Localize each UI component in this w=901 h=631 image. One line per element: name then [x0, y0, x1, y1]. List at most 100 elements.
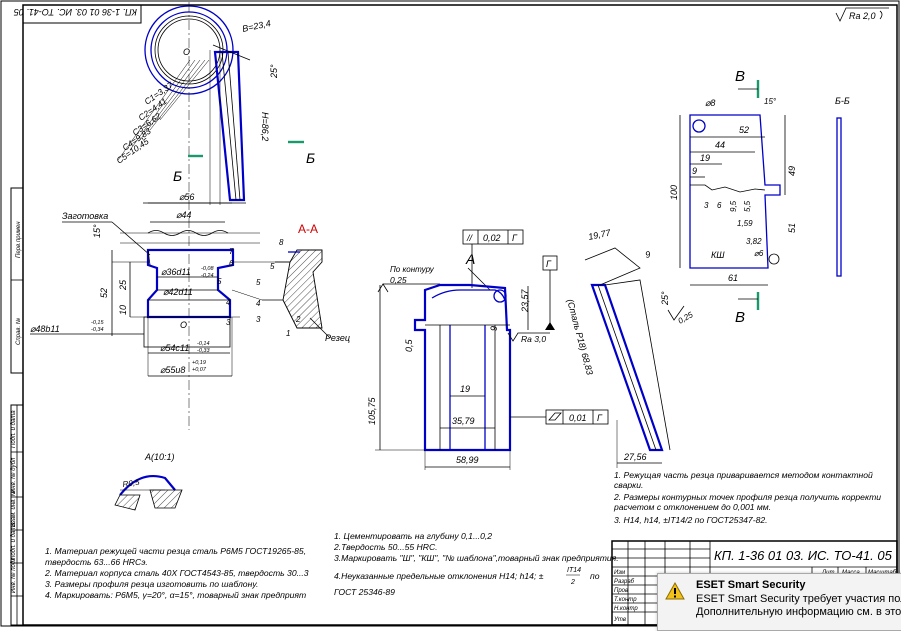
- svg-text:5: 5: [217, 277, 222, 286]
- svg-text:1,59: 1,59: [737, 219, 753, 228]
- svg-text://: //: [466, 233, 474, 243]
- svg-text:Подп. и дата: Подп. и дата: [11, 410, 17, 448]
- svg-text:1: 1: [286, 329, 290, 338]
- svg-text:52: 52: [739, 125, 749, 135]
- svg-text:⌀8: ⌀8: [705, 98, 715, 108]
- svg-text:H=86,2: H=86,2: [260, 112, 270, 141]
- svg-text:Г: Г: [512, 233, 518, 243]
- svg-text:61: 61: [728, 273, 738, 283]
- notes-right: 1. Режущая часть резца приваривается мет…: [613, 470, 881, 525]
- svg-text:по: по: [590, 571, 600, 581]
- svg-text:Г: Г: [597, 413, 603, 423]
- svg-text:Инв. № дубл: Инв. № дубл: [10, 457, 17, 493]
- svg-text:⌀44: ⌀44: [176, 210, 191, 220]
- svg-text:15°: 15°: [764, 97, 777, 106]
- svg-text:1. Цементировать на глубину 0,: 1. Цементировать на глубину 0,1...0,2: [334, 531, 492, 541]
- svg-text:O: O: [180, 320, 187, 330]
- svg-text:Перв.примен: Перв.примен: [16, 221, 22, 258]
- svg-text:19: 19: [700, 153, 710, 163]
- svg-text:4.Неуказанные предельные откло: 4.Неуказанные предельные отклонения H14;…: [334, 571, 544, 581]
- svg-text:Г: Г: [546, 259, 552, 269]
- svg-text:4. Маркировать: Р6М5, γ=20°, α: 4. Маркировать: Р6М5, γ=20°, α=15°, това…: [45, 590, 306, 600]
- svg-text:0,02: 0,02: [483, 233, 501, 243]
- svg-text:9: 9: [489, 326, 499, 331]
- svg-text:25: 25: [118, 279, 128, 291]
- svg-text:9: 9: [692, 166, 697, 176]
- popup-line-2[interactable]: Дополнительную информацию см. в этом у: [696, 606, 901, 618]
- svg-text:-0,08: -0,08: [201, 266, 214, 272]
- svg-text:3,82: 3,82: [746, 237, 762, 246]
- rotated-code-box: КП. 1-36 01 03. ИС. ТО-41. 05: [13, 4, 142, 24]
- svg-text:5,5: 5,5: [743, 200, 752, 212]
- svg-text:ГОСТ 25346-89: ГОСТ 25346-89: [334, 587, 395, 597]
- svg-text:-0,15: -0,15: [91, 320, 104, 326]
- svg-text:Утв: Утв: [613, 617, 626, 623]
- svg-text:-0,33: -0,33: [197, 348, 210, 354]
- svg-text:сварки.: сварки.: [614, 480, 643, 490]
- svg-text:А(10:1): А(10:1): [144, 452, 175, 462]
- svg-text:7: 7: [229, 247, 234, 256]
- svg-text:-0,34: -0,34: [91, 327, 104, 333]
- svg-text:расчетом с отклонением до 0,00: расчетом с отклонением до 0,001 мм.: [613, 502, 771, 512]
- svg-text:-0,24: -0,24: [201, 273, 214, 279]
- svg-text:3: 3: [704, 201, 709, 210]
- popup-message: ESET Smart Security требует участия поль…: [696, 593, 901, 619]
- svg-text:-0,14: -0,14: [197, 341, 210, 347]
- svg-text:100: 100: [669, 185, 679, 200]
- svg-text:27,56: 27,56: [623, 452, 647, 462]
- svg-text:По контуру: По контуру: [390, 265, 435, 274]
- svg-text:Б: Б: [306, 150, 315, 166]
- svg-text:19,77: 19,77: [587, 227, 612, 242]
- svg-text:Взам. инв. №: Взам. инв. №: [10, 489, 17, 527]
- svg-text:Б: Б: [173, 168, 182, 184]
- svg-text:3.Маркировать "Ш", "КШ", "№ ша: 3.Маркировать "Ш", "КШ", "№ шаблона",тов…: [334, 553, 619, 563]
- svg-text:Б-Б: Б-Б: [835, 96, 850, 106]
- svg-text:3: 3: [256, 315, 261, 324]
- notes-center: 1. Цементировать на глубину 0,1...0,2 2.…: [333, 531, 619, 597]
- svg-text:В: В: [735, 309, 745, 326]
- svg-text:Т.контр: Т.контр: [614, 597, 637, 603]
- svg-text:Разраб: Разраб: [614, 579, 635, 585]
- svg-text:(Сталь Р18) 68,83: (Сталь Р18) 68,83: [565, 298, 595, 376]
- svg-text:35,79: 35,79: [452, 416, 475, 426]
- svg-text:10: 10: [118, 305, 128, 315]
- svg-text:8: 8: [279, 238, 284, 247]
- svg-text:Справ. №: Справ. №: [15, 317, 22, 345]
- svg-text:⌀55u8: ⌀55u8: [160, 365, 185, 375]
- svg-text:9: 9: [644, 249, 651, 260]
- svg-text:⌀36d11: ⌀36d11: [161, 267, 191, 277]
- svg-text:5: 5: [270, 262, 275, 271]
- svg-text:КШ: КШ: [711, 250, 725, 260]
- svg-text:IT14: IT14: [567, 567, 581, 574]
- svg-text:3. Размеры профиля резца изгот: 3. Размеры профиля резца изготовить по ш…: [45, 579, 258, 589]
- svg-text:твердость 63...66 HRCэ.: твердость 63...66 HRCэ.: [45, 557, 148, 567]
- svg-text:105,75: 105,75: [367, 396, 377, 425]
- svg-text:23,57: 23,57: [520, 288, 530, 313]
- svg-text:19: 19: [460, 384, 470, 394]
- rotated-code: КП. 1-36 01 03. ИС. ТО-41. 05: [13, 7, 137, 17]
- popup-line-1: ESET Smart Security требует участия поль…: [696, 593, 901, 605]
- svg-text:Изм: Изм: [614, 570, 625, 576]
- notes-left: 1. Материал режущей части резца сталь Р6…: [44, 546, 309, 600]
- svg-text:Ra 2,0: Ra 2,0: [849, 11, 876, 21]
- svg-text:2.Твердость 50...55 HRC.: 2.Твердость 50...55 HRC.: [333, 542, 438, 552]
- svg-text:2. Материал корпуса сталь 40Х: 2. Материал корпуса сталь 40Х ГОСТ4543-8…: [44, 568, 309, 578]
- svg-text:15°: 15°: [92, 224, 102, 238]
- svg-text:2: 2: [570, 579, 575, 586]
- svg-text:Пров: Пров: [614, 588, 628, 594]
- svg-text:2. Размеры контурных точек про: 2. Размеры контурных точек профиля резца…: [613, 492, 881, 502]
- svg-text:4: 4: [256, 299, 261, 308]
- svg-text:1. Режущая часть резца привари: 1. Режущая часть резца приваривается мет…: [614, 470, 873, 480]
- eset-notification-popup[interactable]: ESET Smart Security ESET Smart Security …: [657, 573, 901, 631]
- svg-text:Ra 3,0: Ra 3,0: [521, 334, 546, 344]
- svg-text:6: 6: [229, 259, 234, 268]
- svg-text:3: 3: [226, 318, 231, 327]
- detail-a: А(10:1) R0,5: [114, 452, 183, 511]
- svg-text:Резец: Резец: [325, 333, 350, 343]
- svg-text:0,25: 0,25: [390, 275, 407, 285]
- svg-text:⌀54c11: ⌀54c11: [160, 343, 189, 353]
- svg-text:R0,5: R0,5: [122, 478, 141, 489]
- svg-text:25°: 25°: [660, 291, 670, 306]
